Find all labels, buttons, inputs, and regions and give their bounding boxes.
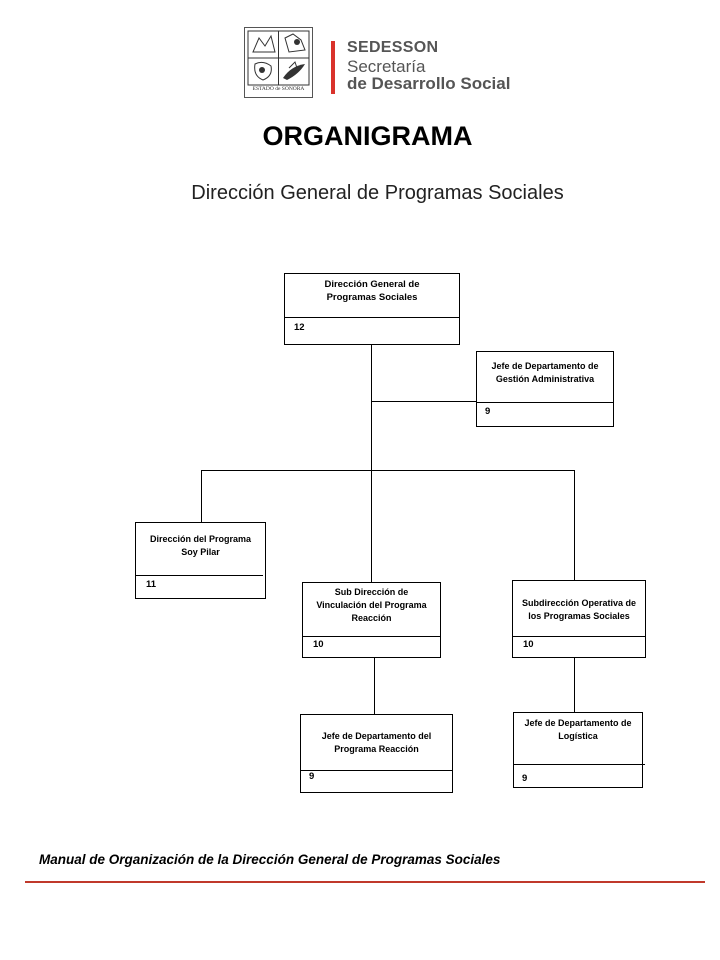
state-seal-logo: ESTADO de SONORA [244, 27, 313, 98]
page-title: ORGANIGRAMA [262, 121, 473, 151]
org-box-vinculacion: Sub Dirección de Vinculación del Program… [302, 582, 441, 658]
brand-acronym: SEDESSON [347, 39, 439, 56]
seal-caption: ESTADO de SONORA [252, 86, 305, 92]
org-box-soy-pilar: Dirección del Programa Soy Pilar 11 [135, 522, 266, 599]
brand-line-desarrollo: de Desarrollo Social [347, 74, 511, 93]
org-box-name: Sub Dirección de Vinculación del Program… [316, 587, 427, 623]
sedesson-logo: SEDESSON Secretaría de Desarrollo Social [347, 39, 511, 93]
org-box-programa-reaccion: Jefe de Departamento del Programa Reacci… [300, 714, 453, 793]
org-box-divider [476, 402, 614, 403]
org-box-name: Dirección del Programa Soy Pilar [149, 534, 252, 557]
org-box-level: 9 [309, 771, 315, 782]
org-box-level: 12 [294, 322, 305, 333]
brand-accent-bar [331, 41, 335, 94]
footer-divider [25, 881, 705, 883]
org-box-gestion-administrativa: Jefe de Departamento de Gestión Administ… [476, 351, 614, 427]
org-box-divider [302, 636, 441, 637]
org-box-direccion-general: Dirección General de Programas Sociales … [284, 273, 460, 345]
brand-line-secretaria: Secretaría [347, 57, 426, 76]
org-box-name: Jefe de Departamento de Gestión Administ… [491, 361, 599, 384]
org-box-name: Jefe de Departamento de Logística [524, 718, 632, 741]
org-box-divider [284, 317, 460, 318]
org-box-logistica: Jefe de Departamento de Logística 9 [513, 712, 645, 788]
org-box-name: Jefe de Departamento del Programa Reacci… [321, 731, 432, 754]
org-box-divider [512, 636, 646, 637]
org-box-divider [513, 764, 645, 765]
org-box-name: Dirección General de Programas Sociales [324, 279, 420, 303]
org-box-level: 10 [523, 639, 534, 650]
org-box-level: 10 [313, 639, 324, 650]
page-subtitle: Dirección General de Programas Sociales [191, 182, 564, 204]
footer-manual-title: Manual de Organización de la Dirección G… [39, 852, 501, 867]
org-box-level: 11 [146, 579, 157, 590]
org-box-operativa: Subdirección Operativa de los Programas … [512, 580, 646, 658]
org-box-level: 9 [522, 773, 528, 784]
org-box-divider [135, 575, 263, 576]
org-box-level: 9 [485, 406, 491, 417]
org-box-name: Subdirección Operativa de los Programas … [521, 598, 637, 621]
org-box-divider [300, 770, 453, 771]
